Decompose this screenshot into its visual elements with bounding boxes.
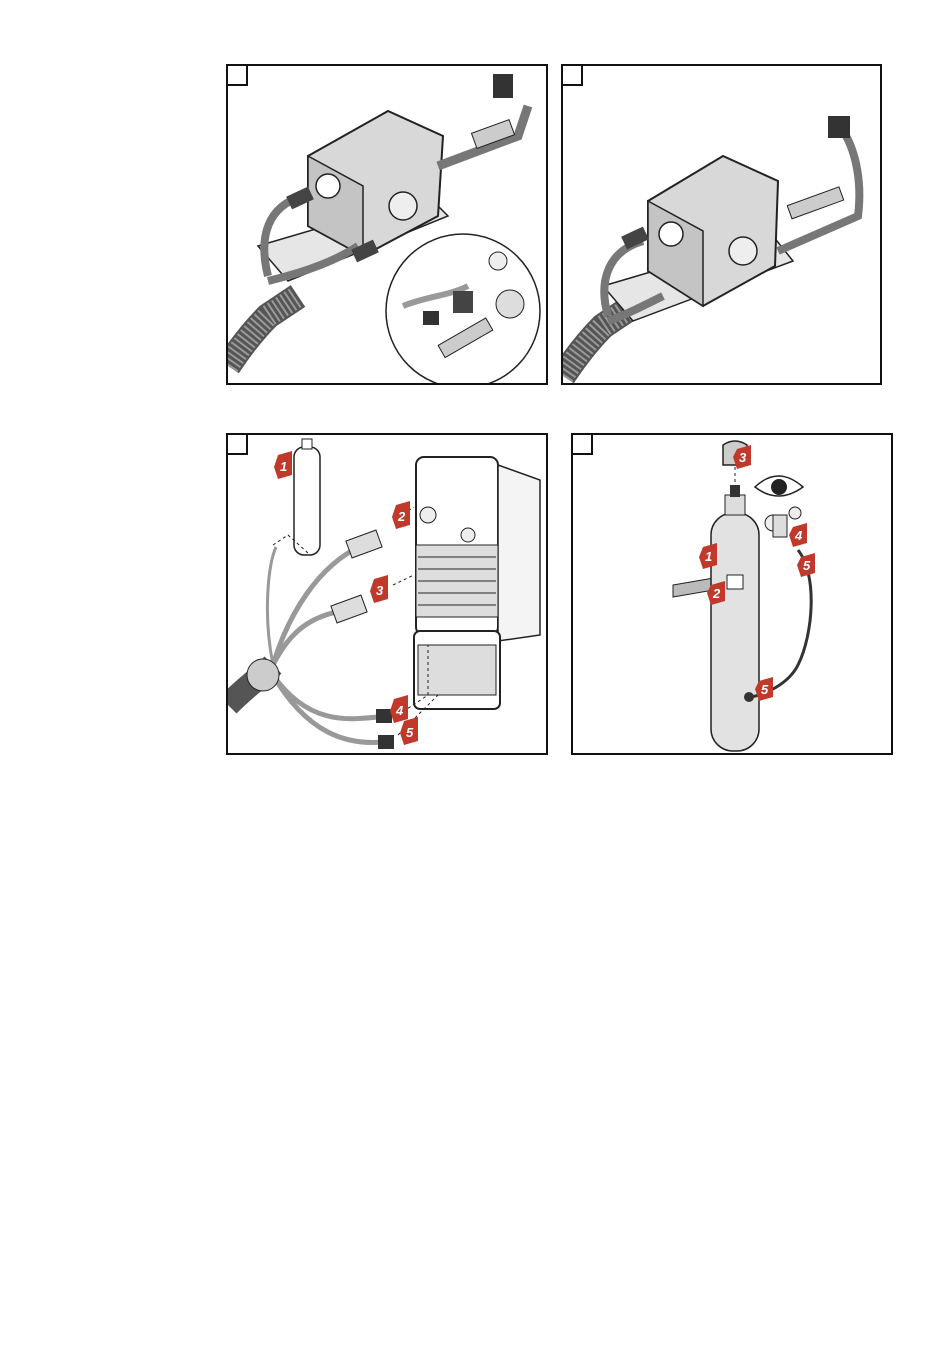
power-source-connection-illustration — [228, 435, 548, 755]
illustration-panel-3: 1 2 3 4 5 — [226, 433, 548, 755]
illustration-panel-1 — [226, 64, 548, 385]
callout-4: 4 — [396, 703, 403, 718]
callout-5b: 5 — [761, 682, 768, 697]
gas-cylinder-setup-illustration — [573, 435, 893, 755]
callout-3: 3 — [739, 450, 746, 465]
eye-icon — [755, 476, 803, 496]
callout-1: 1 — [280, 459, 287, 474]
callout-4: 4 — [795, 528, 802, 543]
callout-2: 2 — [713, 586, 720, 601]
callout-1: 1 — [705, 549, 712, 564]
illustration-panel-2 — [561, 64, 882, 385]
callout-5: 5 — [406, 725, 413, 740]
wire-feeder-connected-illustration — [563, 66, 882, 385]
wire-feeder-hose-illustration — [228, 66, 548, 385]
callout-2: 2 — [398, 509, 405, 524]
illustration-panel-4: 1 2 3 4 5 5 — [571, 433, 893, 755]
callout-3: 3 — [376, 583, 383, 598]
callout-5: 5 — [803, 558, 810, 573]
